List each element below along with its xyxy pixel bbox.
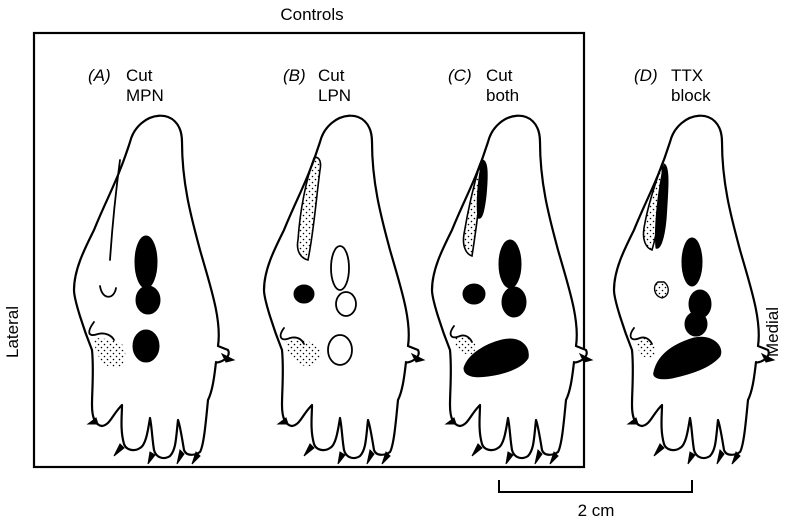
panel-b-line2: LPN bbox=[318, 86, 351, 105]
panel-a-letter: (A) bbox=[88, 66, 111, 85]
panel-label-b: (B) Cut LPN bbox=[283, 66, 351, 105]
panel-label-d: (D) TTX block bbox=[634, 66, 711, 105]
panel-c-letter: (C) bbox=[448, 66, 472, 85]
panel-c-line2: both bbox=[486, 86, 519, 105]
panel-d-line1: TTX bbox=[671, 66, 703, 85]
panel-c-line1: Cut bbox=[486, 66, 513, 85]
panel-label-c: (C) Cut both bbox=[448, 66, 519, 105]
scale-bar bbox=[499, 480, 692, 492]
controls-title: Controls bbox=[280, 5, 343, 24]
panel-d-line2: block bbox=[671, 86, 711, 105]
scale-bar-label: 2 cm bbox=[578, 501, 615, 520]
panel-d-letter: (D) bbox=[634, 66, 658, 85]
paw-a bbox=[74, 116, 234, 464]
paw-c bbox=[432, 116, 592, 464]
panel-a-line1: Cut bbox=[126, 66, 153, 85]
panel-label-a: (A) Cut MPN bbox=[88, 66, 164, 105]
paw-b bbox=[264, 116, 424, 464]
paw-d bbox=[614, 116, 774, 464]
panel-a-line2: MPN bbox=[126, 86, 164, 105]
panel-b-line1: Cut bbox=[318, 66, 345, 85]
lateral-label: Lateral bbox=[3, 306, 22, 358]
panel-b-letter: (B) bbox=[283, 66, 306, 85]
